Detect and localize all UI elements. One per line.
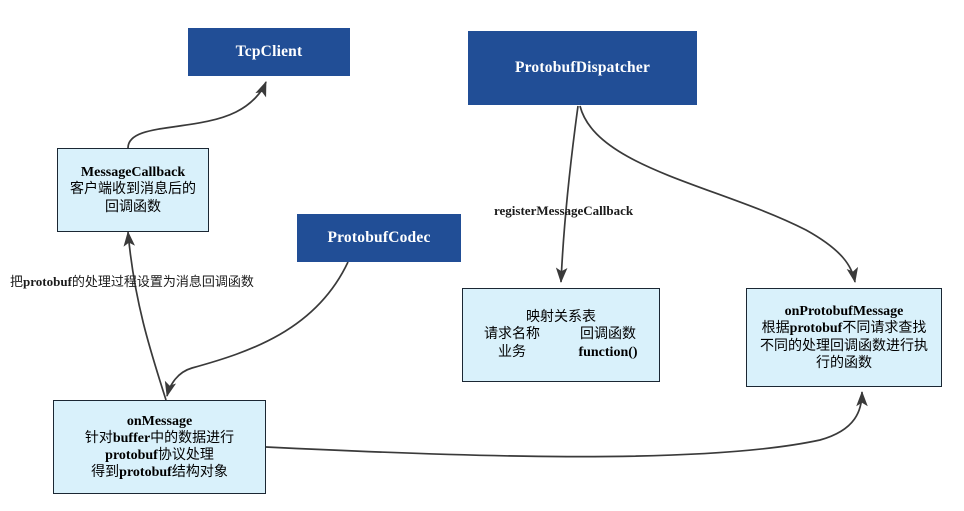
node-mapping-table-row-1: 请求名称 回调函数 (478, 326, 644, 343)
text-fragment-bold: protobuf (119, 465, 172, 481)
text-fragment: 的处理过程设置为消息回调函数 (71, 274, 254, 289)
node-on-message[interactable]: onMessage 针对buffer中的数据进行 protobuf协议处理 得到… (53, 400, 266, 494)
edge-label-set-protobuf-handler: 把protobuf的处理过程设置为消息回调函数 (10, 271, 254, 290)
edge-message-callback-to-tcpclient (127, 81, 267, 149)
node-mapping-table-title: 映射关系表 (526, 310, 596, 326)
node-protobuf-dispatcher[interactable]: ProtobufDispatcher (468, 31, 697, 105)
text-fragment-bold: protobuf (23, 274, 72, 289)
node-on-protobuf-message-line3: 不同的处理回调函数进行执 (760, 338, 928, 354)
node-on-protobuf-message-line4: 行的函数 (816, 355, 872, 371)
text-fragment: 中的数据进行 (150, 430, 235, 446)
node-protobuf-dispatcher-label: ProtobufDispatcher (514, 58, 651, 76)
node-protobuf-codec[interactable]: ProtobufCodec (297, 214, 461, 262)
node-message-callback-line2: 客户端收到消息后的 (70, 182, 196, 198)
edge-dispatcher-to-onprotobufmessage (579, 105, 859, 284)
node-tcpclient-label: TcpClient (235, 42, 303, 60)
mapping-table-cell-callback: 回调函数 (580, 327, 636, 343)
text-fragment: 协议处理 (157, 448, 214, 463)
text-fragment: 针对 (84, 430, 113, 446)
edge-dispatcher-to-mapping-table (555, 105, 579, 284)
node-on-protobuf-message[interactable]: onProtobufMessage 根据protobuf不同请求查找 不同的处理… (746, 288, 942, 387)
node-on-protobuf-message-title: onProtobufMessage (784, 304, 904, 320)
edge-onmessage-to-onprotobufmessage (265, 390, 868, 458)
node-message-callback[interactable]: MessageCallback 客户端收到消息后的 回调函数 (57, 148, 209, 232)
text-fragment: 结构对象 (171, 465, 228, 481)
node-tcpclient[interactable]: TcpClient (188, 28, 350, 76)
text-fragment: 得到 (91, 465, 120, 481)
node-on-message-line3: protobuf协议处理 (105, 447, 214, 464)
mapping-table-cell-business: 业务 (498, 344, 526, 360)
text-fragment: 根据 (761, 321, 790, 337)
edge-onmessage-to-message-callback (123, 230, 167, 401)
node-on-message-title: onMessage (126, 413, 193, 429)
mapping-table-cell-function: function() (578, 344, 638, 360)
node-protobuf-codec-label: ProtobufCodec (327, 228, 431, 246)
node-on-message-line4: 得到protobuf结构对象 (91, 464, 228, 481)
node-on-protobuf-message-line2: 根据protobuf不同请求查找 (762, 320, 927, 337)
edge-label-register-message-callback: registerMessageCallback (494, 203, 634, 218)
node-on-message-line2: 针对buffer中的数据进行 (85, 430, 234, 447)
text-fragment: 不同请求查找 (842, 321, 927, 337)
text-fragment: 把 (10, 274, 24, 289)
node-message-callback-title: MessageCallback (80, 165, 186, 181)
text-fragment-bold: protobuf (105, 448, 158, 463)
mapping-table-cell-request-name: 请求名称 (484, 327, 540, 343)
text-fragment-bold: buffer (112, 430, 151, 446)
node-mapping-table-row-2: 业务 function() (478, 344, 644, 361)
text-fragment-bold: protobuf (789, 321, 843, 337)
node-mapping-table[interactable]: 映射关系表 请求名称 回调函数 业务 function() (462, 288, 660, 382)
node-message-callback-line3: 回调函数 (105, 199, 161, 215)
